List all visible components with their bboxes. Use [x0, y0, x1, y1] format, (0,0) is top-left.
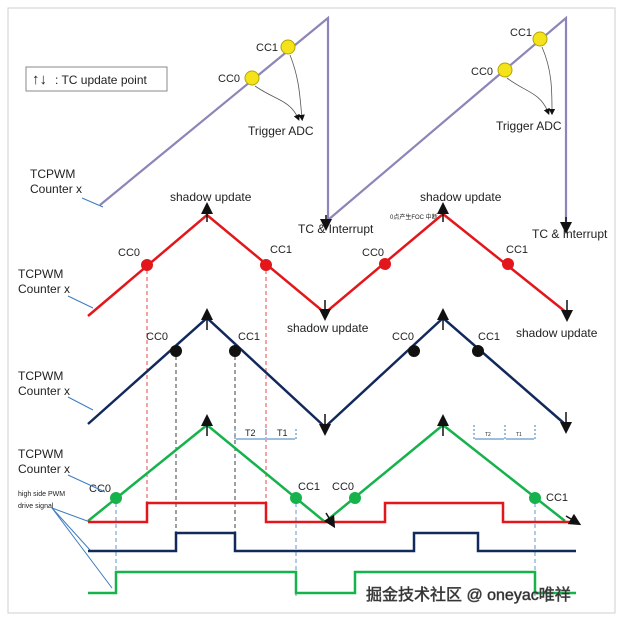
- t1-label: T1: [277, 428, 288, 438]
- red-triangle-counter: [87, 202, 573, 322]
- cc1-red-point: [260, 259, 272, 271]
- outer-frame: [7, 7, 616, 614]
- shadow-update-label-1: shadow update: [170, 190, 252, 204]
- cc0-green-point: [110, 492, 122, 504]
- cc1-label-red: CC1: [270, 244, 292, 256]
- cc1-label-saw: CC1: [256, 42, 278, 54]
- cc1-label-red-2: CC1: [506, 244, 528, 256]
- callout-line-1: [81, 197, 104, 208]
- t2-label: T2: [245, 428, 256, 438]
- cc1-label-green-2: CC1: [546, 492, 568, 504]
- pwm-red-wave: [88, 501, 576, 524]
- cc0-red-point: [141, 259, 153, 271]
- cc1-label-saw-2: CC1: [510, 27, 532, 39]
- cc1-green-point-2: [529, 492, 541, 504]
- callout-line-3: [67, 396, 94, 411]
- sawtooth-counter: [99, 15, 572, 234]
- t1-label-2: T1: [516, 432, 522, 438]
- shadow-update-label-2: shadow update: [420, 190, 502, 204]
- red-wave-arrow: [565, 513, 582, 526]
- cc0-label-red: CC0: [118, 247, 140, 259]
- callout-line-7: [51, 507, 113, 589]
- cc1-yellow-point-2: [532, 31, 548, 47]
- shadow-update-label-4: shadow update: [516, 326, 598, 340]
- t2-label-2: T2: [485, 432, 491, 438]
- cc1-label-navy-2: CC1: [478, 331, 500, 343]
- callout-line-4: [67, 474, 106, 493]
- cc0-red-point-2: [379, 258, 391, 270]
- green-triangle-counter: [87, 414, 566, 524]
- legend-arrows-icon: ↑↓: [32, 71, 47, 88]
- legend-text: : TC update point: [55, 73, 148, 87]
- tc-interrupt-label-2: TC & Interrupt: [532, 227, 608, 241]
- cc1-navy-point-2: [472, 345, 484, 357]
- cc0-navy-point: [170, 345, 182, 357]
- watermark: 掘金技术社区 @ oneyac唯祥: [366, 586, 571, 604]
- cc1-navy-point: [229, 345, 241, 357]
- cc0-label-navy-2: CC0: [392, 331, 414, 343]
- shadow-update-label-3: shadow update: [287, 321, 369, 335]
- dead-time-markers: [234, 425, 536, 440]
- cc1-green-point: [290, 492, 302, 504]
- sawtooth-cc-points: [244, 31, 556, 122]
- legend-box: ↑↓ : TC update point: [25, 66, 168, 92]
- trigger-adc-label: Trigger ADC: [248, 124, 314, 138]
- cc0-navy-point-2: [408, 345, 420, 357]
- callout-line-2: [67, 295, 94, 309]
- cc0-yellow-point: [244, 70, 260, 86]
- cc0-label-green: CC0: [89, 483, 111, 495]
- callout-line-5: [51, 507, 91, 523]
- cc0-label-saw: CC0: [218, 73, 240, 85]
- cc1-label-green: CC1: [298, 481, 320, 493]
- cc0-label-red-2: CC0: [362, 247, 384, 259]
- trigger-adc-label-2: Trigger ADC: [496, 119, 562, 133]
- cc1-yellow-point: [280, 39, 296, 55]
- cc0-yellow-point-2: [497, 62, 513, 78]
- callout-line-6: [51, 507, 91, 551]
- cc1-red-point-2: [502, 258, 514, 270]
- pwm-navy-wave: [88, 531, 576, 553]
- cc1-label-navy: CC1: [238, 331, 260, 343]
- cc0-label-saw-2: CC0: [471, 66, 493, 78]
- tc-interrupt-label: TC & Interrupt: [298, 222, 374, 236]
- tiny-chinese-note: 0点产生FOC 中断: [390, 213, 438, 221]
- green-mid-arrow: [323, 512, 336, 529]
- navy-triangle-counter: [87, 308, 572, 436]
- cc0-green-point-2: [349, 492, 361, 504]
- cc0-label-navy: CC0: [146, 331, 168, 343]
- pwm-green-wave: [88, 570, 576, 595]
- cc0-label-green-2: CC0: [332, 481, 354, 493]
